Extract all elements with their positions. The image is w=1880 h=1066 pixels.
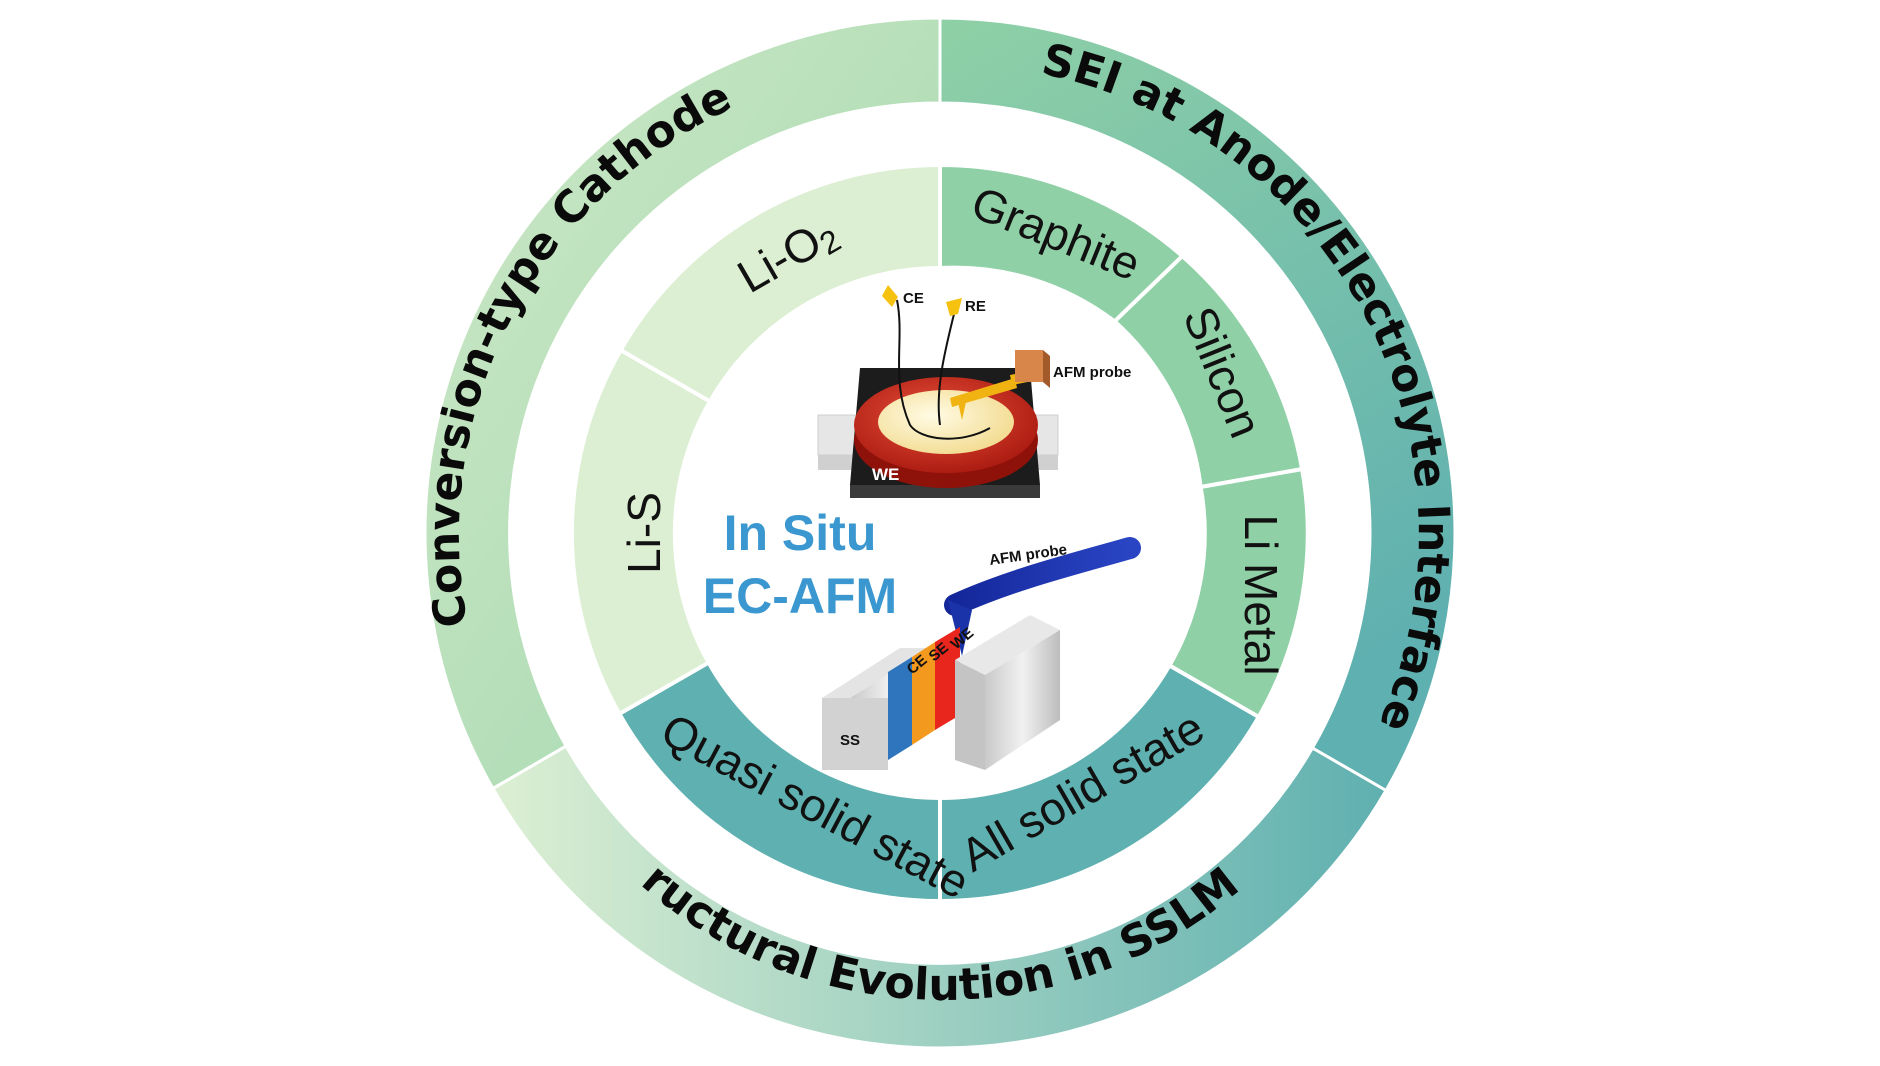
label-re-top: RE [965,298,986,315]
outer-segment-structural [490,744,1389,1050]
label-afm-probe-top: AFM probe [1053,364,1131,381]
label-we-top: WE [872,465,899,484]
re-electrode-icon [946,298,962,316]
outer-segment-sei [938,16,1457,793]
label-li-s: Li-S [618,492,670,574]
ce-layer [888,657,912,760]
center-title-line2: EC-AFM [703,568,897,624]
label-ss: SS [840,732,860,749]
afm-probe-icon [944,537,1141,616]
inner-segment-all-solid [938,662,1262,904]
label-ce-top: CE [903,290,924,307]
we-layer [935,627,960,730]
center-title-line1: In Situ [724,505,877,561]
center-disc [677,270,1203,796]
liquid-cell-illustration: CE RE AFM probe WE [817,285,1131,498]
label-li-metal: Li Metal [1235,514,1287,675]
ce-electrode-icon [882,285,898,307]
se-layer [912,642,935,745]
